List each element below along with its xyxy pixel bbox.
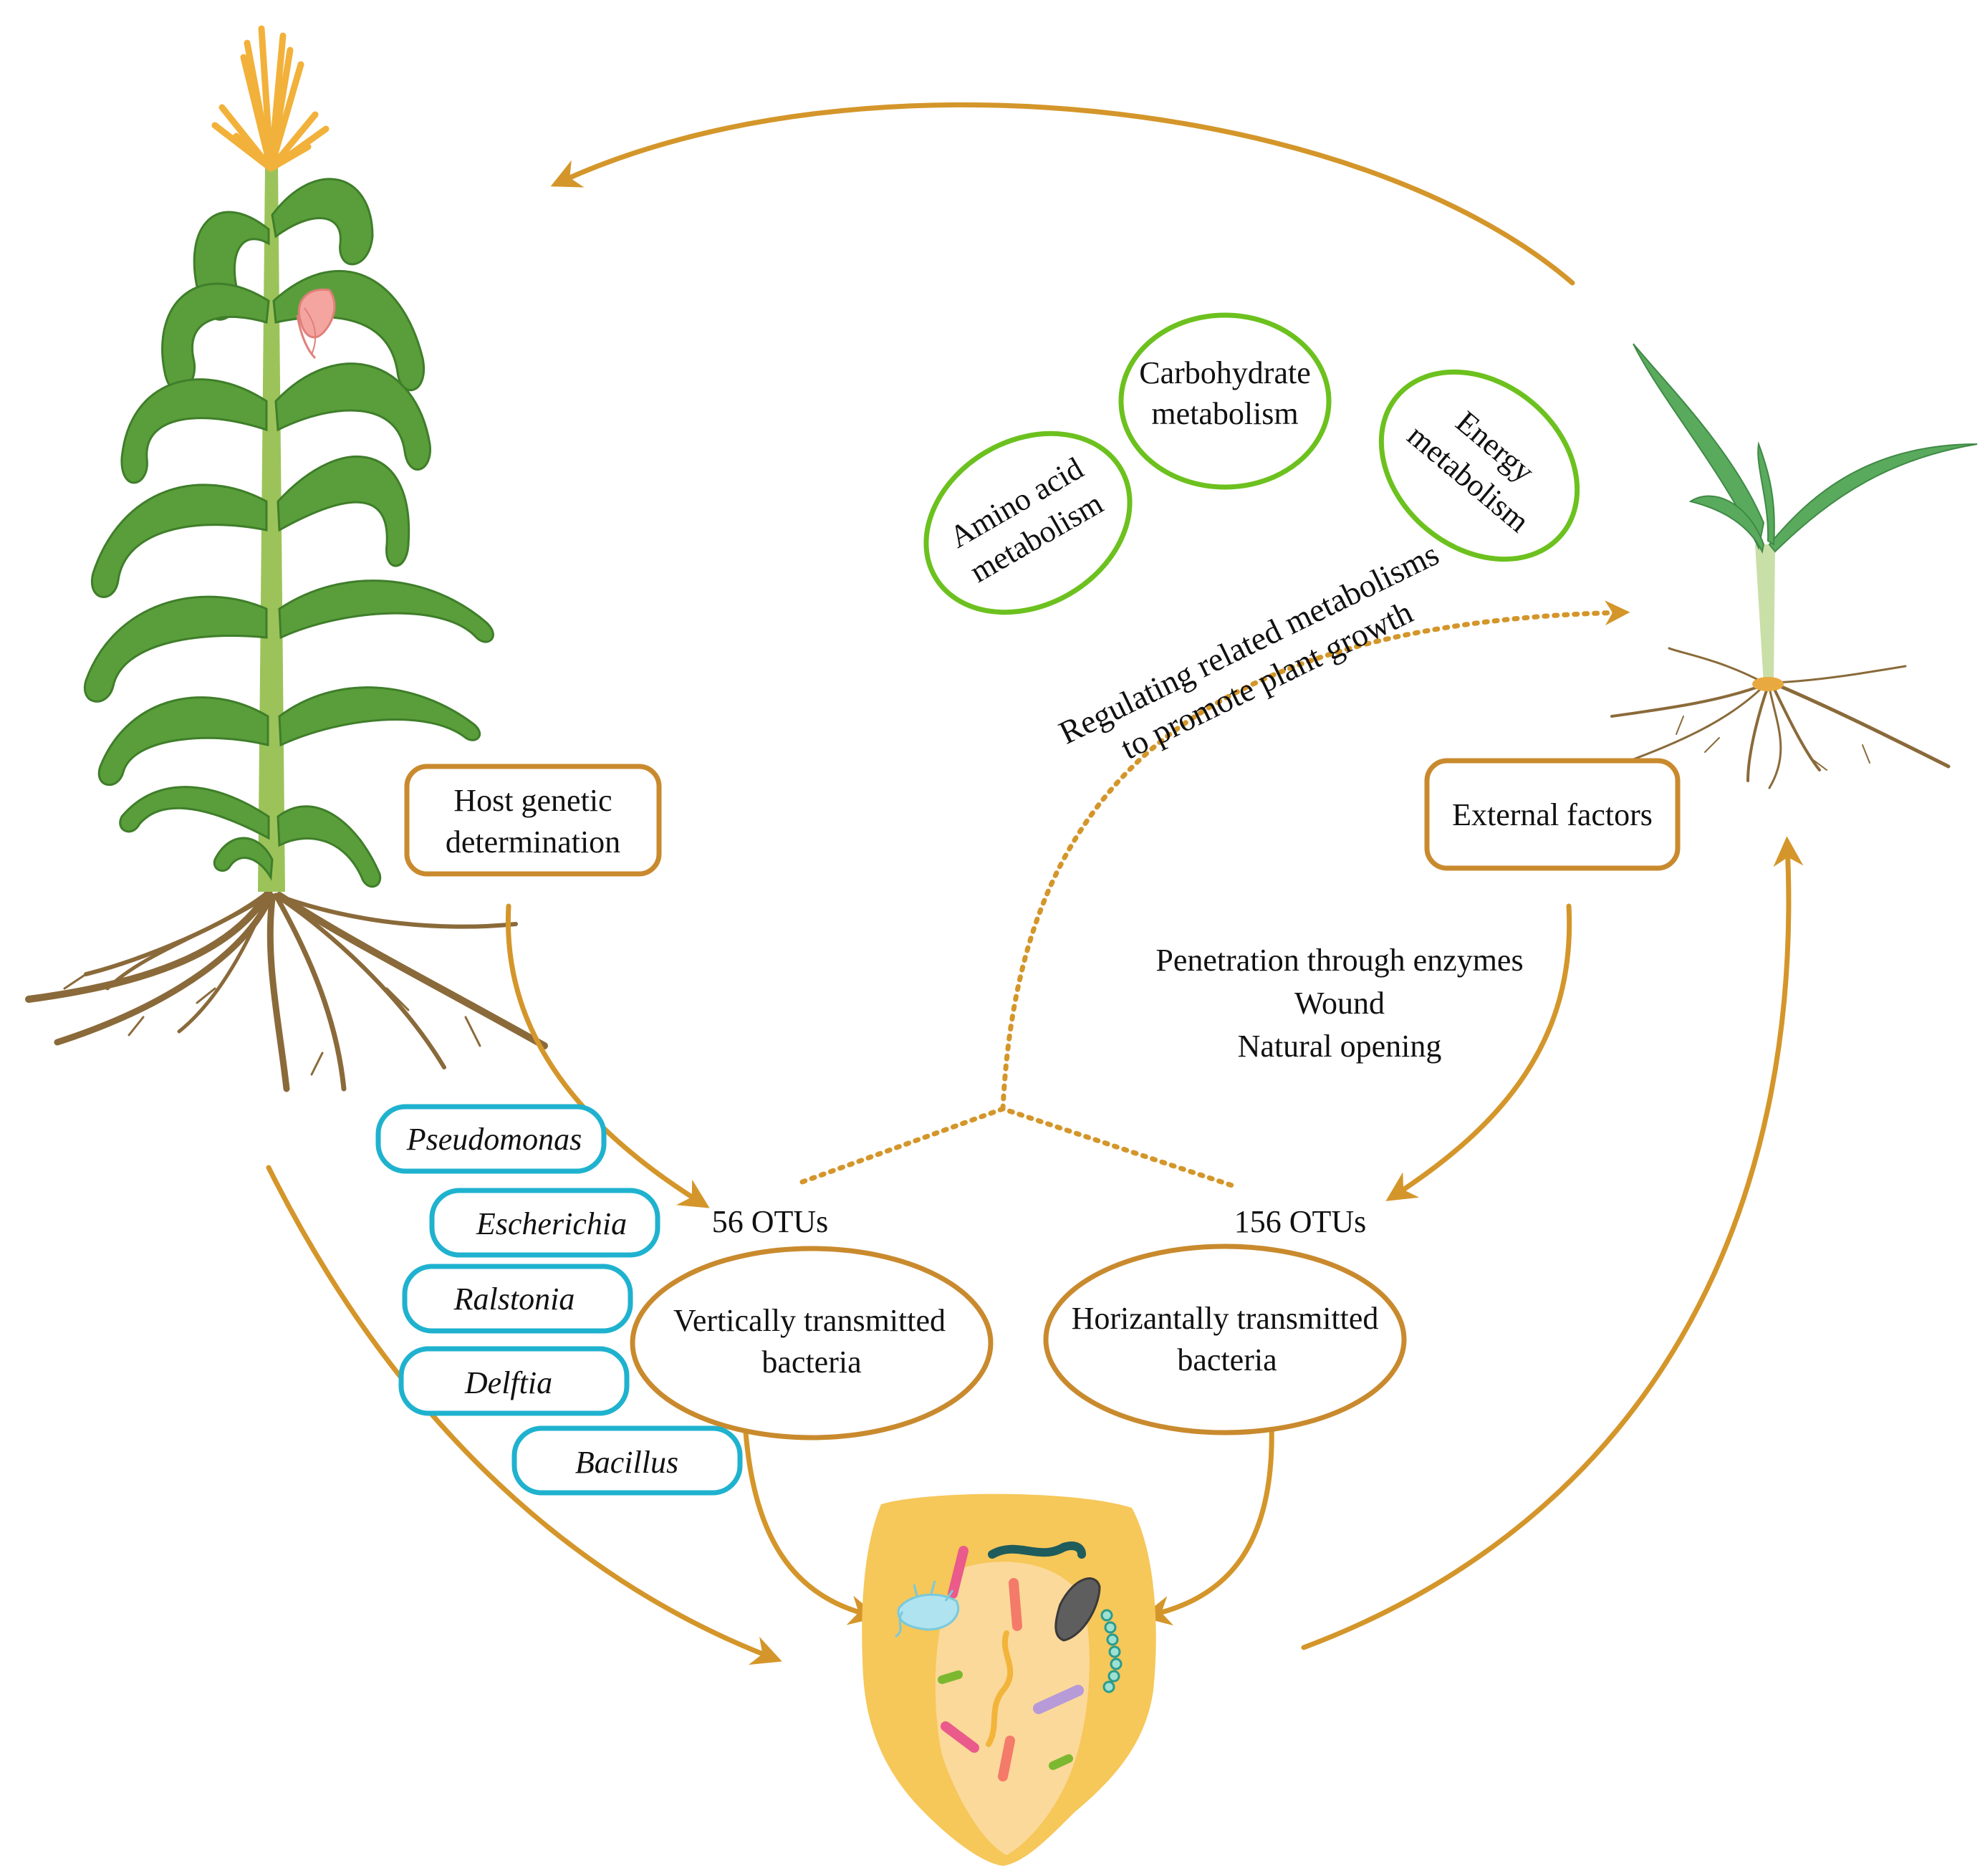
vertical-bacteria-ellipse <box>630 1246 994 1440</box>
route-enzymes: Penetration through enzymes <box>1155 943 1523 978</box>
arrow-seed-to-seedling <box>1301 836 1804 1650</box>
mature-plant-roots <box>25 888 548 1092</box>
horizontal-otu-count: 156 OTUs <box>1234 1204 1367 1239</box>
vertical-label-line2: bacteria <box>761 1345 861 1380</box>
arrow-external-to-horizontal <box>1385 903 1572 1201</box>
genus-label-pseudomonas: Pseudomonas <box>406 1122 582 1157</box>
seedling-stem <box>1755 544 1775 684</box>
regulating-label-line1: Regulating related metabolisms <box>1053 535 1444 751</box>
bacterium-pink-rod-icon <box>948 1546 969 1599</box>
maize-seedling <box>1610 343 1978 789</box>
genus-box-escherichia <box>429 1188 660 1258</box>
external-factors-box <box>1424 758 1681 871</box>
seedling-leaves <box>1633 343 1978 554</box>
genus-box-ralstonia <box>402 1264 633 1334</box>
bacterium-purple-rod-icon <box>1033 1685 1084 1714</box>
bacterium-teal-chain-icon <box>1100 1609 1123 1693</box>
horizontal-bacteria-ellipse <box>1043 1244 1407 1435</box>
route-wound: Wound <box>1294 986 1385 1021</box>
arrow-horizontal-to-seed <box>1140 1419 1274 1626</box>
genus-box-pseudomonas <box>375 1104 607 1174</box>
arrow-mature-to-seed <box>266 1165 782 1665</box>
regulating-label: Regulating related metabolisms to promot… <box>1053 535 1444 766</box>
vertical-otu-count: 56 OTUs <box>712 1204 829 1239</box>
seedling-seed <box>1752 677 1784 691</box>
host-genetic-line1: Host genetic <box>453 783 612 818</box>
host-genetic-line2: determination <box>446 824 620 860</box>
bacterium-grey-spiky-icon <box>1054 1577 1101 1642</box>
genus-box-delftia <box>398 1346 630 1416</box>
bacterium-salmon-rod-icon <box>1009 1578 1022 1631</box>
metabolism-ellipses <box>923 312 1580 615</box>
host-genetic-box <box>404 764 662 877</box>
tassel <box>211 25 330 172</box>
regulation-dotted-arrows <box>799 600 1630 1188</box>
seedling-roots <box>1610 647 1951 789</box>
arrow-seedling-to-mature <box>550 102 1575 286</box>
bacteria-cells <box>938 1541 1086 1781</box>
genus-label-bacillus: Bacillus <box>575 1445 678 1480</box>
bacterium-green-small2-icon <box>1049 1754 1073 1770</box>
cycle-arrows <box>266 102 1804 1665</box>
genus-label-escherichia: Escherichia <box>476 1206 627 1241</box>
energy-metabolism-ellipse <box>1378 369 1580 562</box>
seed-inner <box>935 1562 1090 1855</box>
horizontal-label-line1: Horizantally transmitted <box>1072 1301 1379 1336</box>
carbohydrate-metabolism-ellipse <box>1118 312 1332 490</box>
genus-label-ralstonia: Ralstonia <box>453 1281 575 1317</box>
bacterium-yellow-wavy-icon <box>986 1630 1014 1747</box>
genus-box-bacillus <box>511 1425 743 1496</box>
bacterium-green-small-icon <box>938 1670 963 1684</box>
genus-label-delftia: Delftia <box>464 1365 552 1400</box>
mature-maize-plant <box>25 25 548 1092</box>
arrow-vertical-to-seed <box>742 1419 880 1625</box>
bacterium-blue-flagellated-icon <box>895 1580 959 1638</box>
amino-acid-metabolism-ellipse <box>923 430 1133 615</box>
mature-plant-leaves <box>83 178 494 888</box>
route-natural-opening: Natural opening <box>1238 1029 1442 1064</box>
external-factors-label: External factors <box>1452 797 1653 832</box>
arrow-host-to-vertical <box>505 903 710 1208</box>
corn-ear-icon <box>296 288 336 360</box>
maize-seed-with-bacteria <box>862 1493 1156 1866</box>
dotted-arrow-to-seedling <box>1000 600 1630 1112</box>
mature-plant-stalk <box>258 165 285 892</box>
bacterium-salmon-rod2-icon <box>998 1736 1015 1781</box>
vertical-label-line1: Vertically transmitted <box>673 1303 946 1338</box>
bacterium-pink-rod2-icon <box>941 1721 979 1753</box>
carbohydrate-label-line1: Carbohydrate <box>1139 355 1310 390</box>
bacterium-dark-green-icon <box>988 1541 1086 1559</box>
horizontal-label-line2: bacteria <box>1177 1342 1277 1377</box>
carbohydrate-label-line2: metabolism <box>1151 396 1298 431</box>
